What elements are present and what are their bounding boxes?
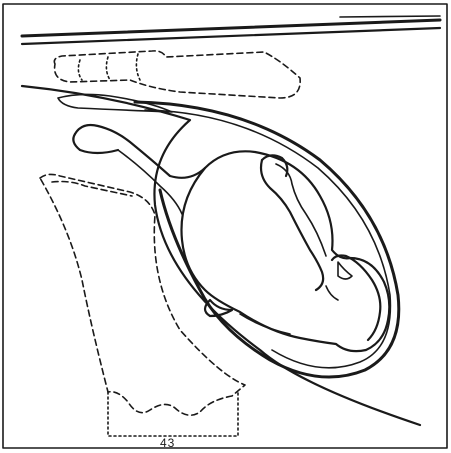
calf-hind-leg [75, 125, 205, 178]
calf-foreleg [261, 160, 323, 290]
calf-hind-hoof [73, 134, 118, 153]
vertebrae [54, 51, 300, 98]
calf-foreleg-hoof [262, 155, 287, 176]
figure-border [3, 4, 447, 448]
spine-lines [22, 16, 440, 44]
calf-body [181, 151, 389, 351]
uterus-outline [135, 102, 399, 377]
calf-ear [338, 262, 352, 279]
calf [73, 125, 389, 351]
page-mark: 43 [160, 436, 175, 450]
abdominal-wall-line [22, 86, 420, 425]
